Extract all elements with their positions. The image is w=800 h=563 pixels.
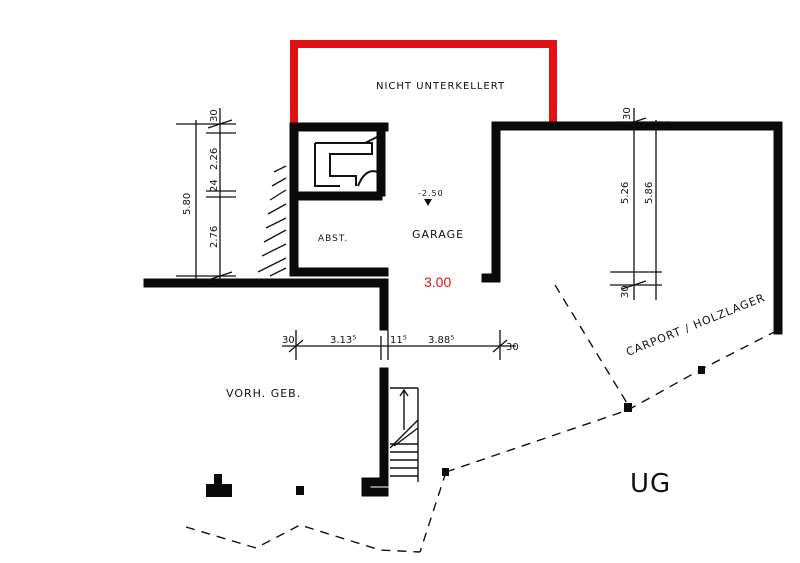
dim-bottom-5: 30: [506, 342, 519, 353]
dim-left-part-1: 30: [209, 109, 220, 122]
dim-right-bottom: 30: [620, 285, 631, 298]
wall-garage-right: [481, 121, 783, 335]
dim-right-inner: 5.26: [620, 182, 631, 204]
level-marker-icon: [424, 199, 432, 206]
dim-left-part-3: 24: [209, 179, 220, 192]
stair-symbol: [314, 136, 383, 187]
dim-bottom-1: 30: [282, 335, 295, 346]
dim-left-part-4: 2.76: [209, 226, 220, 248]
label-garage-width: 3.00: [424, 274, 451, 290]
bottom-dimension-chain: [282, 330, 516, 360]
property-boundary: [185, 284, 779, 553]
slope-hatch: [257, 165, 287, 277]
label-garage-level: -2.50: [418, 189, 444, 198]
label-existing-building: VORH. GEB.: [226, 387, 301, 400]
wall-left-horizontal: [143, 278, 389, 331]
dim-bottom-2: 3.13⁵: [330, 335, 356, 346]
wall-lower-central: [361, 367, 389, 497]
label-garage: GARAGE: [412, 228, 464, 241]
label-not-basement: NICHT UNTERKELLERT: [376, 81, 505, 92]
walls: [143, 121, 783, 497]
dim-right-outer: 5.86: [644, 182, 655, 204]
unbasemented-outline: [290, 40, 557, 128]
lower-stair: [389, 387, 419, 482]
dim-right-top: 30: [622, 107, 633, 120]
dim-bottom-3: 11⁵: [390, 335, 407, 346]
label-storage: ABST.: [318, 234, 348, 244]
dim-left-part-2: 2.26: [209, 148, 220, 170]
dim-bottom-4: 3.88⁵: [428, 335, 454, 346]
dim-left-total: 5.80: [182, 193, 193, 215]
label-carport: CARPORT / HOLZLAGER: [624, 291, 767, 359]
right-dimension-chain: [610, 108, 670, 300]
label-floor: UG: [630, 469, 671, 499]
left-dimension-chain: [176, 108, 236, 281]
